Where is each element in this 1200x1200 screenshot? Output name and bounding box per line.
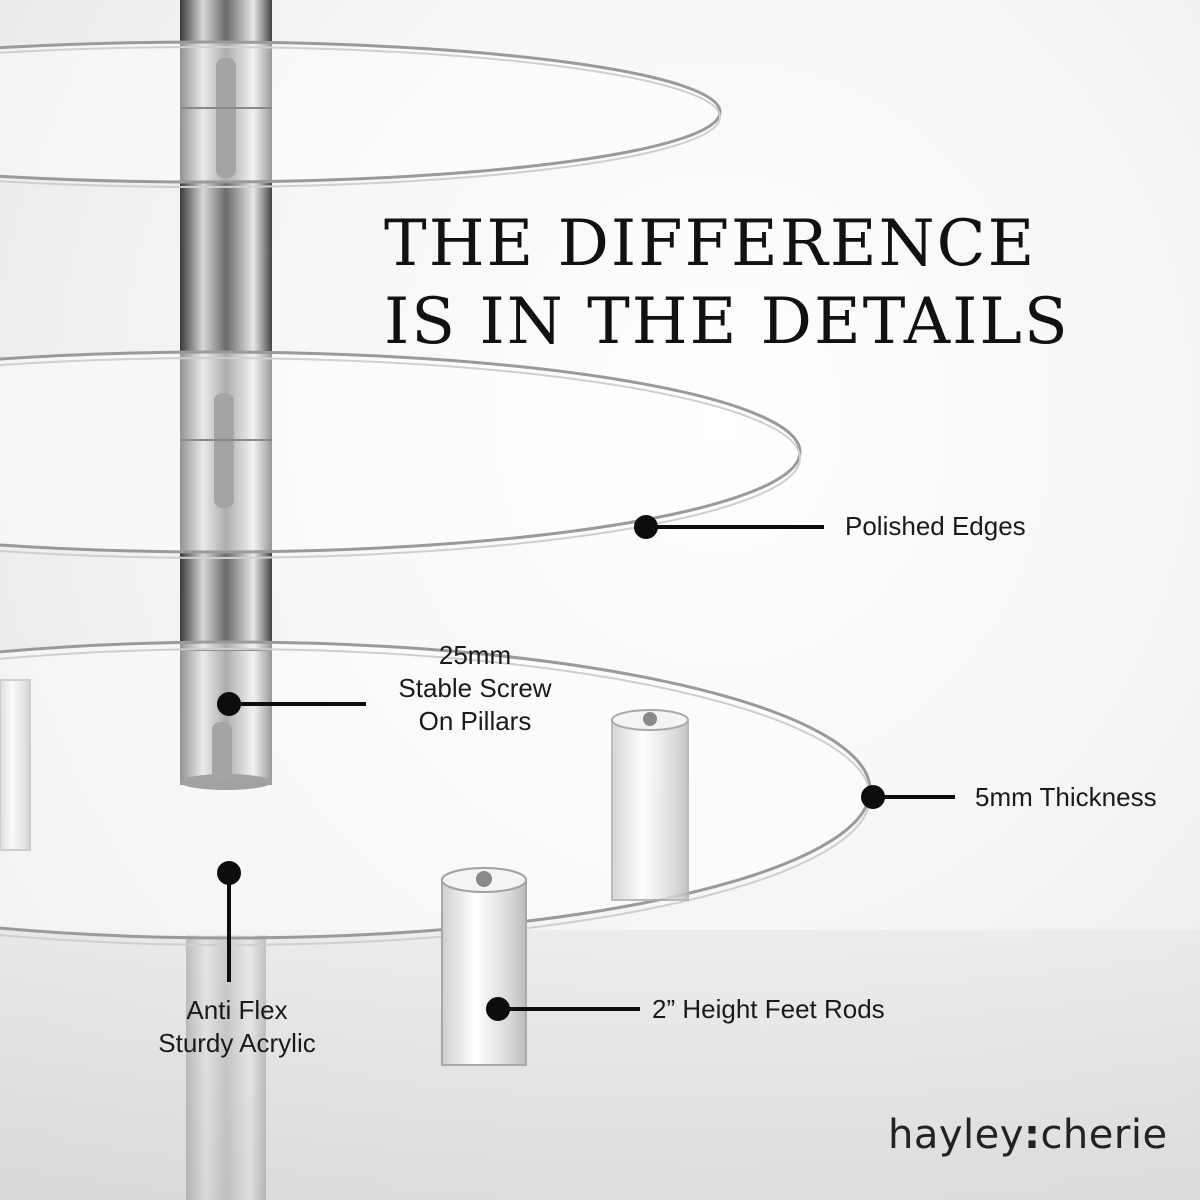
foot-rod-back — [611, 709, 689, 901]
tier-top — [0, 40, 722, 184]
screw-middle — [214, 393, 234, 508]
foot-rod-front — [441, 867, 527, 1066]
center-pillar-base — [180, 774, 272, 790]
headline: THE DIFFERENCE IS IN THE DETAILS — [384, 205, 1070, 361]
label-thickness: 5mm Thickness — [975, 782, 1157, 812]
headline-line-1: THE DIFFERENCE — [384, 207, 1037, 281]
screw-bottom — [212, 722, 232, 782]
label-polished-edges: Polished Edges — [845, 511, 1026, 541]
brand-right: cherie — [1040, 1112, 1168, 1158]
floor — [0, 930, 1200, 1200]
brand-separator: : — [1023, 1112, 1041, 1158]
brand-left: hayley — [888, 1112, 1024, 1158]
tier-middle — [0, 350, 802, 554]
label-acrylic-line-2: Sturdy Acrylic — [158, 1028, 316, 1058]
screw-top — [216, 58, 236, 178]
label-acrylic-line-1: Anti Flex — [186, 995, 288, 1025]
headline-line-2: IS IN THE DETAILS — [384, 285, 1070, 359]
label-screw: 25mm Stable Screw On Pillars — [375, 639, 575, 738]
label-screw-line-1: 25mm — [438, 640, 512, 670]
label-acrylic: Anti Flex Sturdy Acrylic — [127, 994, 347, 1060]
center-pillar-reflection — [186, 935, 266, 1200]
label-screw-line-3: On Pillars — [418, 706, 532, 736]
label-feet: 2” Height Feet Rods — [652, 994, 885, 1024]
label-screw-line-2: Stable Screw — [398, 673, 552, 703]
brand-logo: hayley:cherie — [888, 1112, 1168, 1158]
foot-rod-left — [0, 679, 31, 851]
